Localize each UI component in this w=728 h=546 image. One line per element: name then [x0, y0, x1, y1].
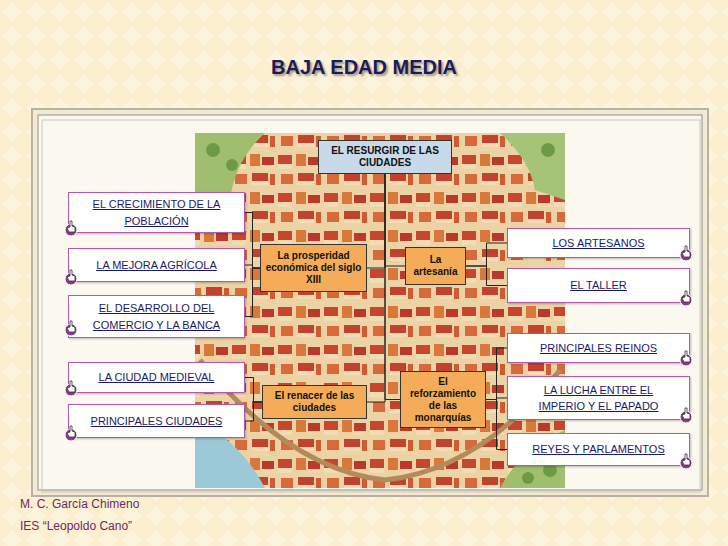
main-topic-box: EL RESURGIR DE LAS CIUDADES: [318, 140, 452, 174]
box-text: PRINCIPALES REINOS: [526, 338, 671, 359]
box-text: REYES Y PARLAMENTOS: [518, 439, 678, 460]
link-box: PRINCIPALES CIUDADES: [68, 404, 245, 438]
connector: [367, 174, 385, 268]
box-text: EL TALLER: [556, 275, 641, 296]
link-box: EL CRECIMIENTO DE LA POBLACIÓN: [68, 192, 245, 233]
connector: [486, 400, 507, 450]
box-text: EL RESURGIR DE LAS CIUDADES: [319, 143, 451, 171]
connector: [245, 268, 260, 317]
credit-note: M. C. García Chimeno: [20, 497, 139, 511]
box-text: El renacer de las ciudades: [263, 388, 366, 416]
box-text: La prosperidad económica del siglo XIII: [261, 248, 366, 288]
connector: [385, 174, 405, 266]
connector: [245, 378, 262, 403]
link-box: LA MEJORA AGRÍCOLA: [68, 248, 245, 282]
box-text: LA LUCHA ENTRE EL IMPERIO Y EL PAPADO: [508, 380, 689, 417]
link-box: REYES Y PARLAMENTOS: [507, 433, 690, 466]
link-box: EL DESARROLLO DEL COMERCIO Y LA BANCA: [68, 295, 245, 338]
subtopic-box: La artesanía: [405, 247, 466, 285]
subtopic-box: La prosperidad económica del siglo XIII: [260, 244, 367, 292]
box-text: La artesanía: [406, 252, 465, 280]
box-text: EL CRECIMIENTO DE LA POBLACIÓN: [69, 194, 244, 231]
box-text: PRINCIPALES CIUDADES: [77, 411, 237, 432]
connector: [367, 174, 385, 402]
subtopic-box: El reforzamiento de las monarquías: [400, 371, 486, 428]
connector: [245, 402, 262, 421]
subtopic-box: El renacer de las ciudades: [262, 385, 367, 419]
connector: [385, 174, 400, 400]
box-text: EL DESARROLLO DEL COMERCIO Y LA BANCA: [69, 298, 244, 335]
link-box: EL TALLER: [507, 268, 690, 303]
box-text: LA CIUDAD MEDIEVAL: [85, 367, 229, 388]
box-text: El reforzamiento de las monarquías: [401, 374, 485, 426]
title: BAJA EDAD MEDIA: [0, 56, 728, 79]
connector: [245, 213, 260, 269]
credit-note: IES “Leopoldo Cano”: [20, 519, 132, 533]
connector: [486, 348, 507, 400]
connector: [466, 243, 507, 266]
connector: [466, 266, 507, 286]
box-text: LA MEJORA AGRÍCOLA: [82, 255, 230, 276]
link-box: LA LUCHA ENTRE EL IMPERIO Y EL PAPADO: [507, 376, 690, 420]
box-text: LOS ARTESANOS: [538, 233, 658, 254]
link-box: LOS ARTESANOS: [507, 228, 690, 258]
link-box: PRINCIPALES REINOS: [507, 333, 690, 363]
link-box: LA CIUDAD MEDIEVAL: [68, 362, 245, 393]
